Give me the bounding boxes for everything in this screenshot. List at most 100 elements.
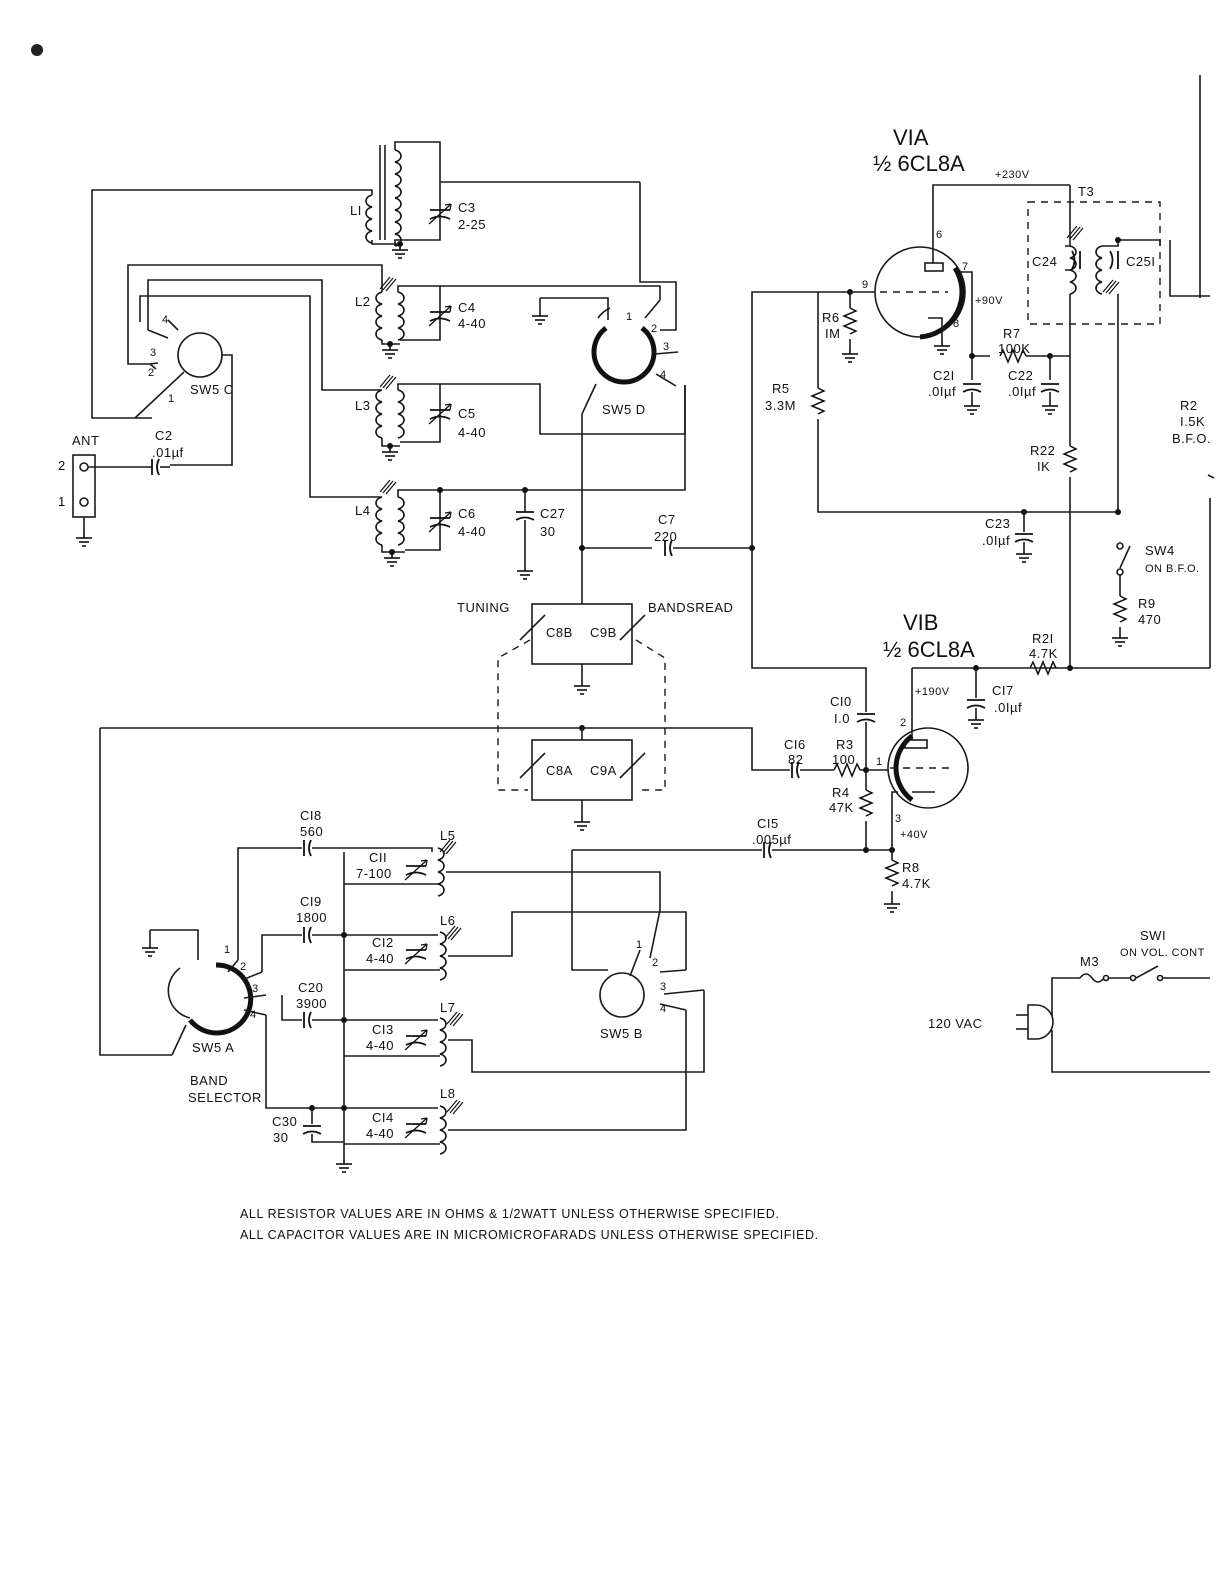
c30-label: C30 — [272, 1114, 297, 1129]
ant-pin2: 2 — [58, 458, 66, 473]
c19-label: CI9 — [300, 894, 322, 909]
r7-label: R7 — [1003, 326, 1021, 341]
sw5b-pos2: 2 — [652, 957, 659, 969]
c12-value: 4-40 — [366, 951, 394, 966]
r2-bfo: B.F.O. — [1172, 431, 1211, 446]
c20-value: 3900 — [296, 996, 327, 1011]
sw5b-pos1: 1 — [636, 939, 643, 951]
c11-value: 7-100 — [356, 866, 392, 881]
bfo-network: R22 IK C23 .0Iµf R2 I.5K B.F.O. SW4 ON B… — [982, 398, 1211, 668]
tuning-capacitors: TUNING BANDSREAD C8B C9B C8A C9A — [457, 600, 733, 831]
r22-label: R22 — [1030, 443, 1055, 458]
c23-label: C23 — [985, 516, 1010, 531]
c21-value: .0Iµf — [928, 384, 956, 399]
v1a-pin9: 9 — [862, 279, 869, 291]
l8-label: L8 — [440, 1086, 455, 1101]
sw1-desc: ON VOL. CONT — [1120, 947, 1205, 959]
c21-label: C2I — [933, 368, 955, 383]
r6-label: R6 — [822, 310, 840, 325]
c27-label: C27 — [540, 506, 565, 521]
sw5a-pos2: 2 — [240, 961, 247, 973]
l6-label: L6 — [440, 913, 455, 928]
sw5c-pos1: 1 — [168, 393, 175, 405]
ant-label: ANT — [72, 433, 100, 448]
c16-label: CI6 — [784, 737, 806, 752]
r2-label: R2 — [1180, 398, 1198, 413]
vac-label: 120 VAC — [928, 1016, 983, 1031]
c15-value: .005µf — [752, 832, 791, 847]
sw5d-pos1: 1 — [626, 311, 633, 323]
c4-value: 4-40 — [458, 316, 486, 331]
sw5d-pos4: 4 — [660, 369, 667, 381]
c23-value: .0Iµf — [982, 533, 1010, 548]
sw5a-label: SW5 A — [192, 1040, 234, 1055]
c12-label: CI2 — [372, 935, 394, 950]
r6-value: IM — [825, 326, 840, 341]
r3-value: 100 — [832, 752, 855, 767]
c18-value: 560 — [300, 824, 323, 839]
c13-label: CI3 — [372, 1022, 394, 1037]
r2-value: I.5K — [1180, 414, 1205, 429]
antenna-terminal: ANT 2 1 C2 .01µf — [58, 428, 183, 547]
note-line1: ALL RESISTOR VALUES ARE IN OHMS & 1/2WAT… — [240, 1207, 779, 1221]
v1b-cathode-voltage: +40V — [900, 829, 928, 841]
sw4-label: SW4 — [1145, 543, 1175, 558]
sw5d-label: SW5 D — [602, 402, 646, 417]
v1b-type: ½ 6CL8A — [883, 637, 975, 662]
c6-value: 4-40 — [458, 524, 486, 539]
c5-label: C5 — [458, 406, 476, 421]
c25-label: C25I — [1126, 254, 1155, 269]
v1a-screen-voltage: +90V — [975, 295, 1003, 307]
r7-value: 100K — [998, 341, 1030, 356]
bandspread-label: BANDSREAD — [648, 600, 733, 615]
c11-label: CII — [369, 850, 387, 865]
c9a-label: C9A — [590, 763, 617, 778]
v1a-pin8: 8 — [953, 318, 960, 330]
c15-label: CI5 — [757, 816, 779, 831]
c8b-label: C8B — [546, 625, 573, 640]
c24-label: C24 — [1032, 254, 1057, 269]
c6-label: C6 — [458, 506, 476, 521]
r21-label: R2I — [1032, 631, 1054, 646]
c19-value: 1800 — [296, 910, 327, 925]
notes: ALL RESISTOR VALUES ARE IN OHMS & 1/2WAT… — [240, 1207, 818, 1242]
sw5d-switch: 1 2 3 4 SW5 D C7 220 — [531, 281, 755, 604]
v1b-pin2: 2 — [900, 717, 907, 729]
r8-label: R8 — [902, 860, 920, 875]
sw5b-switch: 1 2 3 4 SW5 B — [571, 850, 705, 1041]
band-selector-line1: BAND — [190, 1073, 228, 1088]
r22-value: IK — [1037, 459, 1050, 474]
l7-label: L7 — [440, 1000, 455, 1015]
r9-value: 470 — [1138, 612, 1161, 627]
c17-value: .0Iµf — [994, 700, 1022, 715]
c9b-label: C9B — [590, 625, 617, 640]
v1b-plate-voltage: +190V — [915, 686, 950, 698]
c27-value: 30 — [540, 524, 555, 539]
sw5d-pos3: 3 — [663, 341, 670, 353]
sw5c-pos2: 2 — [148, 367, 155, 379]
c20-label: C20 — [298, 980, 323, 995]
sw5a-pos3: 3 — [252, 983, 259, 995]
v1a-pin7: 7 — [962, 261, 969, 273]
c2-label: C2 — [155, 428, 173, 443]
right-edge-mark — [1207, 474, 1215, 479]
c16-value: 82 — [788, 752, 803, 767]
power-input: 120 VAC M3 SWI ON VOL. CONT — [928, 928, 1210, 1073]
v1a-type: ½ 6CL8A — [873, 151, 965, 176]
c3-label: C3 — [458, 200, 476, 215]
m3-label: M3 — [1080, 954, 1099, 969]
r3-label: R3 — [836, 737, 854, 752]
sw5b-label: SW5 B — [600, 1026, 643, 1041]
l1-label: LI — [350, 203, 362, 218]
tuning-label: TUNING — [457, 600, 510, 615]
r8-value: 4.7K — [902, 876, 931, 891]
c14-value: 4-40 — [366, 1126, 394, 1141]
sw4-desc: ON B.F.O. — [1145, 563, 1200, 575]
v1b-grid-network: CI0 I.0 CI6 82 R3 100 R4 47K CI5 .005µf … — [99, 694, 931, 1056]
r4-value: 47K — [829, 800, 854, 815]
band-selector-line2: SELECTOR — [188, 1090, 262, 1105]
l3-label: L3 — [355, 398, 370, 413]
ink-speck — [31, 44, 43, 56]
sw5c-label: SW5 C — [190, 382, 234, 397]
